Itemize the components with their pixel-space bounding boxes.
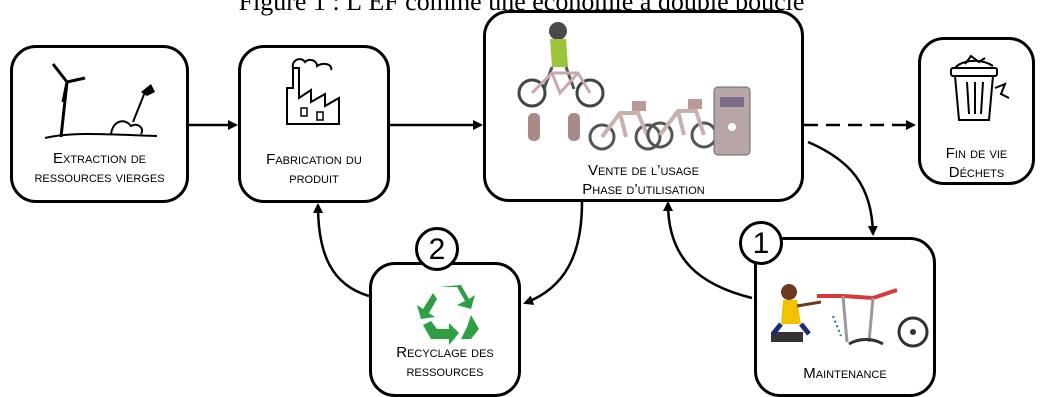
- node-maintenance: Maintenance: [754, 237, 936, 397]
- label-vente: Vente de l’usage Phase d’utilisation: [486, 161, 801, 199]
- label-extraction-line2: ressources vierges: [34, 169, 165, 186]
- label-vente-line1: Vente de l’usage: [588, 162, 699, 179]
- label-fabrication: Fabrication du produit: [241, 150, 387, 188]
- node-vente: Vente de l’usage Phase d’utilisation: [483, 10, 804, 202]
- label-fabrication-line1: Fabrication du: [266, 151, 362, 168]
- bike-sharing-station-icon: [517, 22, 751, 156]
- node-extraction: Extraction de ressources vierges: [10, 45, 189, 203]
- label-recyclage-line1: Recyclage des: [396, 344, 494, 361]
- label-vente-line2: Phase d’utilisation: [582, 181, 705, 198]
- node-fin-de-vie: Fin de vie Déchets: [918, 37, 1035, 185]
- label-recyclage-line2: ressources: [406, 363, 484, 380]
- node-fabrication: Fabrication du produit: [238, 45, 390, 203]
- arrow-vente-to-recyclage: [523, 201, 584, 305]
- recycling-icon: [417, 285, 479, 345]
- windmill-and-shovel-icon: [44, 63, 158, 139]
- label-maintenance-line1: Maintenance: [803, 365, 887, 382]
- label-maintenance: Maintenance: [757, 364, 933, 383]
- node-recyclage: Recyclage des ressources: [369, 262, 521, 397]
- label-fin-de-vie-line2: Déchets: [948, 164, 1005, 181]
- bike-repair-mechanic-icon: [771, 284, 929, 348]
- label-extraction: Extraction de ressources vierges: [13, 149, 186, 187]
- arrow-vente-to-maintenance: [807, 140, 878, 236]
- label-fin-de-vie-line1: Fin de vie: [945, 145, 1008, 162]
- factory-icon: [286, 58, 340, 125]
- loop-badge-inner: 1: [739, 221, 783, 265]
- label-extraction-line1: Extraction de: [52, 150, 146, 167]
- label-fabrication-line2: produit: [289, 170, 339, 187]
- arrow-maintenance-to-vente: [663, 201, 753, 300]
- trash-bin-icon: [950, 54, 1010, 121]
- label-fin-de-vie: Fin de vie Déchets: [921, 144, 1032, 182]
- label-recyclage: Recyclage des ressources: [372, 343, 518, 381]
- arrow-recyclage-to-fabrication: [313, 203, 370, 298]
- loop-badge-outer: 2: [415, 227, 459, 271]
